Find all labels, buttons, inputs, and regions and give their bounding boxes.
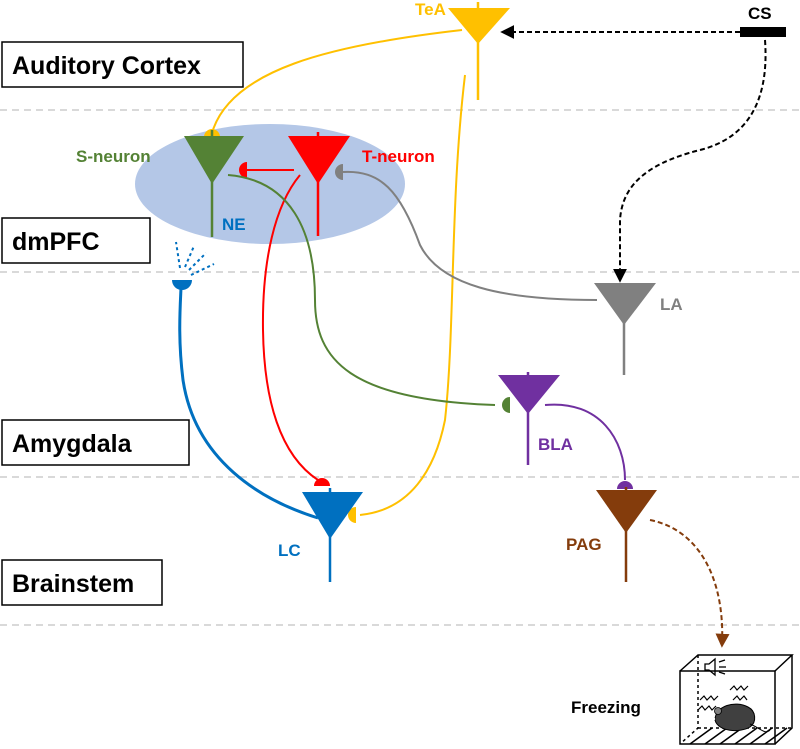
t-s-synapse bbox=[239, 162, 247, 178]
region-brainstem: Brainstem bbox=[1, 559, 163, 606]
region-amygdala: Amygdala bbox=[1, 419, 190, 466]
neuron-la: LA bbox=[594, 283, 683, 375]
region-dividers bbox=[0, 109, 800, 626]
t-to-lc-axon bbox=[261, 174, 319, 481]
label-pag: PAG bbox=[566, 535, 602, 554]
region-label-brainstem: Brainstem bbox=[12, 570, 134, 598]
la-t-synapse bbox=[335, 164, 343, 180]
label-lc: LC bbox=[278, 541, 301, 560]
bla-to-pag-axon bbox=[544, 403, 626, 481]
cs-bar bbox=[740, 27, 786, 37]
pag-to-freezing-arrow bbox=[649, 519, 730, 648]
t-lc-synapse bbox=[314, 478, 330, 486]
region-dmpfc: dmPFC bbox=[1, 217, 151, 264]
label-bla: BLA bbox=[538, 435, 573, 454]
neuron-lc: LC bbox=[278, 488, 363, 582]
label-s-neuron: S-neuron bbox=[76, 147, 151, 166]
cs-to-la-arrow bbox=[613, 39, 767, 283]
region-label-amygdala: Amygdala bbox=[12, 430, 133, 458]
neuron-bla: BLA bbox=[498, 372, 573, 465]
region-auditory-cortex: Auditory Cortex bbox=[1, 41, 244, 88]
tea-lc-synapse bbox=[348, 507, 356, 523]
tea-to-s-neuron-axon bbox=[211, 29, 463, 134]
la-to-t-axon bbox=[342, 170, 598, 301]
tea-to-lc-axon bbox=[359, 74, 466, 516]
lc-to-dmpfc-axon bbox=[178, 287, 319, 520]
freezing-chamber: Freezing bbox=[571, 654, 794, 745]
label-freezing: Freezing bbox=[571, 698, 641, 717]
neuron-t: T-neuron bbox=[288, 132, 435, 236]
s-to-bla-axon bbox=[227, 174, 496, 406]
sound-wave-icon bbox=[697, 685, 749, 711]
bla-pag-synapse bbox=[617, 481, 633, 489]
neuron-tea: TeA bbox=[415, 0, 510, 100]
region-label-dmpfc: dmPFC bbox=[12, 228, 100, 256]
neuron-pag: PAG bbox=[566, 487, 657, 582]
ne-release-sparks bbox=[175, 241, 215, 276]
label-cs: CS bbox=[748, 4, 772, 23]
speaker-icon bbox=[704, 657, 726, 677]
stimulus-cs: CS bbox=[740, 4, 786, 37]
label-la: LA bbox=[660, 295, 683, 314]
s-bla-synapse bbox=[502, 397, 510, 413]
neuron-s: S-neuron bbox=[76, 130, 244, 237]
region-label-auditory-cortex: Auditory Cortex bbox=[12, 52, 201, 80]
label-t-neuron: T-neuron bbox=[362, 147, 435, 166]
dmpfc-ellipse bbox=[135, 124, 405, 244]
label-ne: NE bbox=[222, 215, 246, 234]
mouse-icon bbox=[712, 703, 771, 733]
label-tea: TeA bbox=[415, 0, 446, 19]
ne-release-terminal bbox=[172, 280, 192, 290]
